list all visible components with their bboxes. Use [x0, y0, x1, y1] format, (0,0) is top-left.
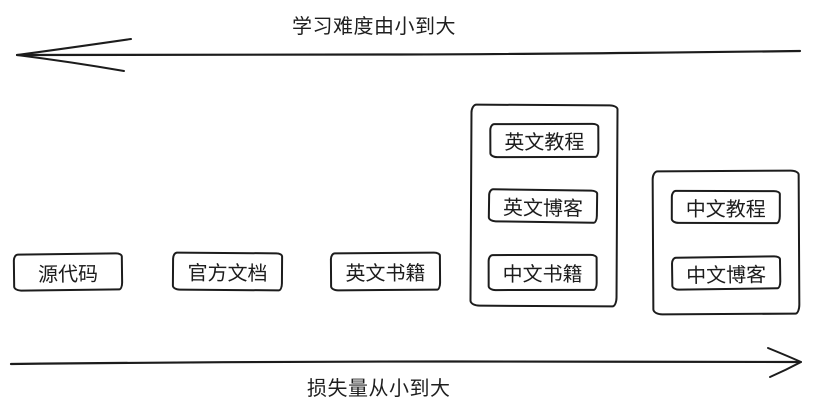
box-official-docs: 官方文档 [171, 251, 284, 292]
bottom-axis-label: 损失量从小到大 [307, 376, 451, 400]
box-english-books-label: 英文书籍 [345, 260, 426, 286]
box-chinese-books: 中文书籍 [487, 253, 598, 292]
group-chinese-resources: 中文教程 中文博客 [651, 169, 801, 316]
box-chinese-tutorial-label: 中文教程 [685, 196, 766, 221]
box-chinese-blog-label: 中文博客 [686, 261, 767, 288]
box-chinese-books-label: 中文书籍 [502, 261, 583, 287]
arrowhead-right-icon [767, 347, 802, 363]
box-english-blog: 英文博客 [487, 188, 599, 224]
arrowhead-left-icon [16, 38, 132, 56]
box-english-books: 英文书籍 [329, 251, 442, 292]
box-source-code-label: 源代码 [37, 261, 99, 286]
box-official-docs-label: 官方文档 [187, 260, 268, 286]
box-english-blog-label: 英文博客 [502, 194, 584, 221]
box-source-code: 源代码 [12, 252, 124, 292]
bottom-axis-arrow [9, 347, 802, 378]
box-chinese-blog: 中文博客 [670, 255, 782, 291]
top-axis-arrow [15, 38, 802, 72]
group-english-resources: 英文教程 英文博客 中文书籍 [469, 103, 619, 308]
box-english-tutorial-label: 英文教程 [504, 129, 585, 155]
top-axis-label: 学习难度由小到大 [292, 14, 456, 38]
box-english-tutorial: 英文教程 [489, 122, 600, 159]
box-chinese-tutorial: 中文教程 [670, 189, 781, 225]
